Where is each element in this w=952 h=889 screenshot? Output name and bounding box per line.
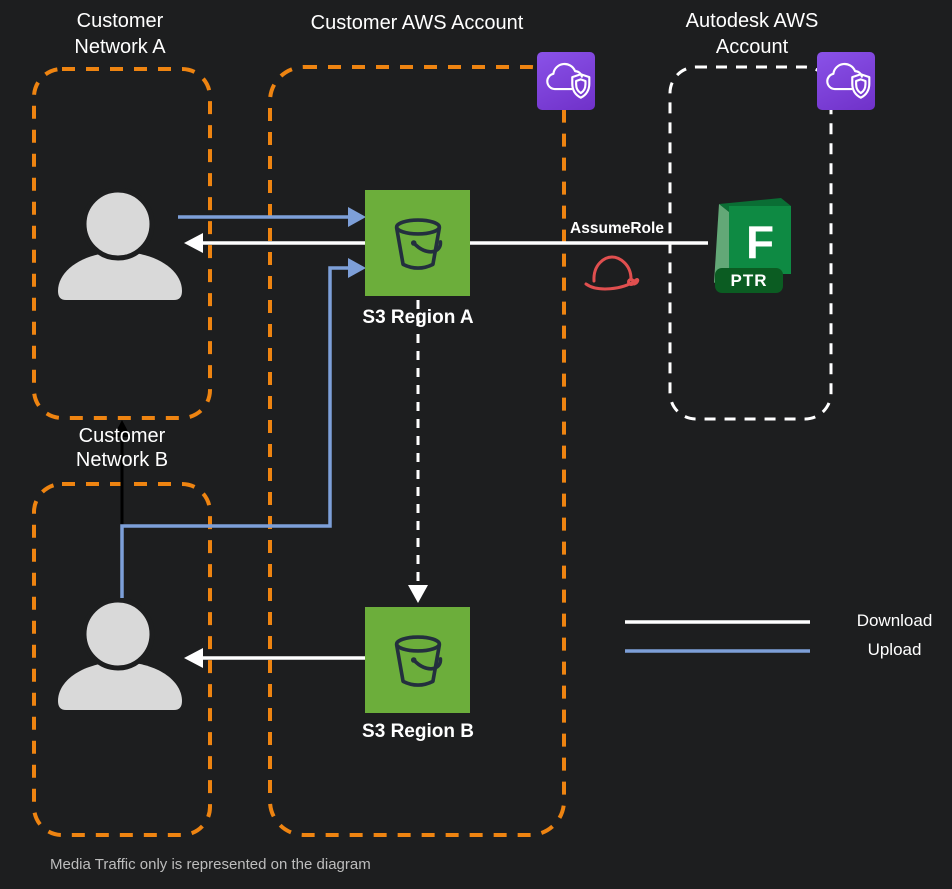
- customer-network-b-label: Customer Network B: [32, 424, 212, 472]
- user-icon: [58, 598, 182, 710]
- flow-production-tracking-icon: F PTR: [714, 198, 791, 293]
- user-icon: [58, 188, 182, 300]
- download-arrow-b: [184, 648, 365, 668]
- group-border-customer-network-a: [32, 67, 212, 420]
- aws-cloud-shield-icon: [537, 52, 595, 110]
- fpt-badge-label: PTR: [731, 271, 768, 290]
- label-line: Customer: [78, 425, 166, 447]
- assume-role-label: AssumeRole: [570, 220, 664, 237]
- legend-upload-label: Upload: [867, 640, 922, 659]
- s3-bucket-icon: [365, 607, 470, 713]
- s3-bucket-icon: [365, 190, 470, 296]
- fpt-letter: F: [746, 216, 774, 268]
- label-line: Customer: [76, 10, 164, 32]
- customer-aws-account-label: Customer AWS Account: [310, 12, 524, 34]
- label-line: Autodesk AWS: [685, 10, 819, 32]
- label-line: Network B: [75, 449, 169, 471]
- aws-cloud-shield-icon: [817, 52, 875, 110]
- label-line: Network A: [74, 36, 166, 58]
- upload-arrow-a: [178, 207, 366, 227]
- replication-dashed-arrow: [408, 300, 428, 603]
- group-border-customer-aws-account: [268, 65, 566, 837]
- upload-arrow-b: [120, 258, 366, 600]
- s3-region-a-label: S3 Region A: [362, 307, 474, 328]
- hard-hat-icon: [584, 255, 640, 291]
- footer-note: Media Traffic only is represented on the…: [50, 856, 371, 873]
- label-line: Account: [715, 36, 789, 58]
- customer-network-a-label: Customer Network A: [30, 8, 210, 60]
- legend-download-label: Download: [856, 611, 933, 630]
- autodesk-aws-account-label: Autodesk AWS Account: [662, 8, 842, 60]
- s3-region-b-label: S3 Region B: [362, 721, 474, 742]
